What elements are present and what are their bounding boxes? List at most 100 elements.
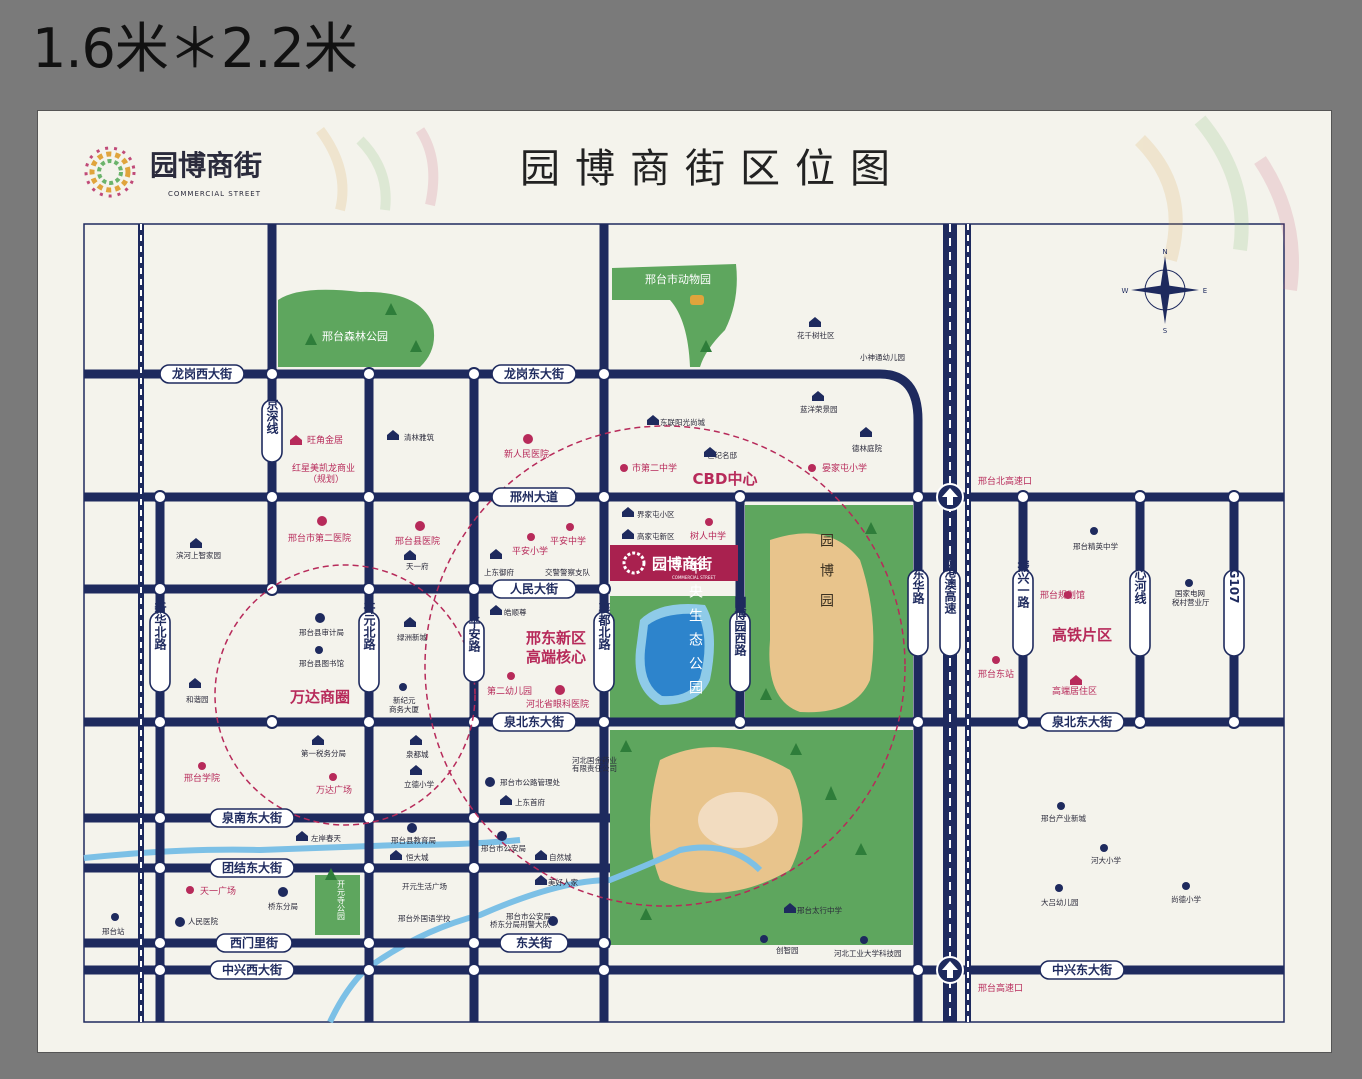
svg-text:京港澳高速: 京港澳高速 [943, 553, 957, 615]
street-label-renmin: 人民大街 [491, 579, 577, 599]
svg-text:邢台县医院: 邢台县医院 [395, 535, 440, 547]
svg-text:邢台东站: 邢台东站 [978, 668, 1014, 680]
compass-icon: N S E W [1122, 248, 1208, 335]
svg-text:大吕幼儿园: 大吕幼儿园 [1041, 897, 1079, 907]
wanda-label: 万达商圈 [289, 688, 350, 706]
svg-text:第一税务分局: 第一税务分局 [301, 748, 346, 758]
svg-text:邢台外国语学校: 邢台外国语学校 [398, 913, 451, 923]
svg-text:桥东分局刑警大队: 桥东分局刑警大队 [490, 919, 550, 929]
svg-text:界家屯小区: 界家屯小区 [637, 509, 675, 519]
svg-text:东联阳光尚城: 东联阳光尚城 [660, 417, 705, 427]
svg-text:清林雅筑: 清林雅筑 [404, 432, 434, 442]
svg-text:邢州大道: 邢州大道 [510, 489, 558, 504]
street-label-quanbei-west: 泉北东大街 [491, 712, 577, 732]
river-north [83, 837, 521, 861]
svg-text:小神通幼儿园: 小神通幼儿园 [860, 352, 905, 362]
svg-text:西门里街: 西门里街 [230, 935, 278, 950]
svg-text:人民医院: 人民医院 [188, 916, 218, 926]
svg-text:树人中学: 树人中学 [690, 530, 726, 542]
street-label-donghua: 东华路 [907, 567, 929, 657]
svg-text:花千树社区: 花千树社区 [797, 330, 835, 340]
svg-text:创智园: 创智园 [776, 945, 799, 955]
svg-text:滨河上智家园: 滨河上智家园 [176, 550, 221, 560]
street-label-jinggangao: 京港澳高速 [939, 553, 961, 657]
logo-mark [84, 146, 136, 198]
svg-text:第二幼儿园: 第二幼儿园 [487, 685, 532, 697]
street-label-xingzhou: 邢州大道 [491, 487, 577, 507]
cbd-label: CBD中心 [693, 470, 758, 488]
svg-text:桥东分局: 桥东分局 [268, 901, 298, 911]
svg-text:人民大街: 人民大街 [510, 581, 558, 596]
street-label-zhongxing-west: 中兴西大街 [209, 960, 295, 980]
wanda-radius-circle [214, 564, 476, 826]
svg-text:邢台县教育局: 邢台县教育局 [391, 835, 436, 845]
government-star-icons [278, 613, 558, 926]
svg-text:蓝洋荣景园: 蓝洋荣景园 [800, 404, 838, 414]
street-label-jingshen: 京深线 [261, 397, 283, 463]
hospital-icons [175, 434, 565, 927]
project-marker: 园博商街 COMMERCIAL STREET [610, 545, 738, 581]
svg-text:邢台精英中学: 邢台精英中学 [1073, 541, 1118, 551]
street-label-xinhe: 心河线 [1129, 568, 1151, 657]
svg-text:天一广场: 天一广场 [200, 885, 236, 897]
svg-text:东华路: 东华路 [911, 567, 925, 605]
svg-text:邢台市公安局: 邢台市公安局 [481, 843, 526, 853]
svg-text:邢台市公安局: 邢台市公安局 [506, 911, 551, 921]
svg-text:尚德小学: 尚德小学 [1171, 894, 1201, 904]
svg-text:绿洲新城: 绿洲新城 [397, 632, 427, 642]
svg-text:S: S [1163, 327, 1168, 335]
poi-labels: 花千树社区 小神通幼儿园 东联阳光尚城 蓝洋荣景园 世纪名邸 德林庭院 新人民医… [102, 330, 1210, 958]
svg-text:税村营业厅: 税村营业厅 [1172, 597, 1210, 607]
svg-text:市第二中学: 市第二中学 [632, 462, 677, 474]
svg-text:新人民医院: 新人民医院 [504, 448, 549, 460]
svg-text:邢台学院: 邢台学院 [184, 772, 220, 784]
highway-exit-north-icon [936, 483, 964, 511]
svg-text:左岸春天: 左岸春天 [311, 833, 341, 843]
svg-text:邢台太行中学: 邢台太行中学 [797, 905, 842, 915]
svg-text:振兴一路: 振兴一路 [1016, 559, 1030, 609]
svg-text:N: N [1162, 248, 1167, 256]
expo-label: 园博园 [818, 533, 834, 623]
svg-text:泉南东大街: 泉南东大街 [222, 810, 282, 825]
street-label-zhongxing-east: 中兴东大街 [1039, 960, 1125, 980]
svg-text:立德小学: 立德小学 [404, 779, 434, 789]
svg-text:东关街: 东关街 [516, 935, 552, 950]
expo-sand-zone [769, 533, 874, 713]
svg-text:红星美凯龙商业: 红星美凯龙商业 [292, 462, 355, 474]
svg-text:美好人家: 美好人家 [548, 877, 578, 887]
svg-text:商务大厦: 商务大厦 [389, 704, 419, 714]
street-label-longgang-east: 龙岗东大街 [491, 364, 577, 384]
logo-subtitle: COMMERCIAL STREET [168, 190, 261, 198]
svg-text:COMMERCIAL STREET: COMMERCIAL STREET [672, 575, 716, 580]
page-title: 园博商街区位图 [520, 146, 905, 192]
core-radius-circle [424, 425, 906, 907]
svg-text:河大小学: 河大小学 [1091, 855, 1121, 865]
svg-text:有限责任公司: 有限责任公司 [572, 763, 617, 773]
svg-text:邢台县审计局: 邢台县审计局 [299, 627, 344, 637]
street-label-ximenli: 西门里街 [215, 933, 293, 953]
lake [644, 613, 705, 697]
core-label-line1: 邢东新区 [525, 629, 586, 647]
svg-text:交警警察支队: 交警警察支队 [545, 567, 590, 577]
svg-text:园博商街: 园博商街 [652, 555, 712, 573]
svg-text:园博园西路: 园博园西路 [733, 596, 747, 657]
svg-text:河北国金药业: 河北国金药业 [572, 755, 617, 765]
svg-text:平安中学: 平安中学 [550, 535, 586, 547]
svg-text:万达广场: 万达广场 [316, 784, 352, 796]
highway-exit-south-icon [936, 956, 964, 984]
svg-text:自然城: 自然城 [549, 852, 572, 862]
street-label-pingan: 平安路 [463, 616, 485, 683]
svg-text:团结东大街: 团结东大街 [222, 860, 282, 875]
street-label-xiangdu: 襄都北路 [593, 601, 615, 693]
svg-text:W: W [1122, 287, 1129, 295]
street-label-kaiyuan: 开元北路 [358, 602, 380, 693]
svg-text:襄都北路: 襄都北路 [597, 601, 611, 651]
svg-text:旺角金居: 旺角金居 [307, 434, 343, 446]
street-label-xinhua: 新华北路 [149, 601, 171, 693]
svg-text:平安路: 平安路 [467, 616, 481, 653]
svg-text:中兴西大街: 中兴西大街 [222, 962, 282, 977]
street-label-dongguan: 东关街 [499, 933, 569, 953]
svg-text:龙岗西大街: 龙岗西大街 [172, 366, 232, 381]
svg-text:新纪元: 新纪元 [393, 695, 416, 705]
